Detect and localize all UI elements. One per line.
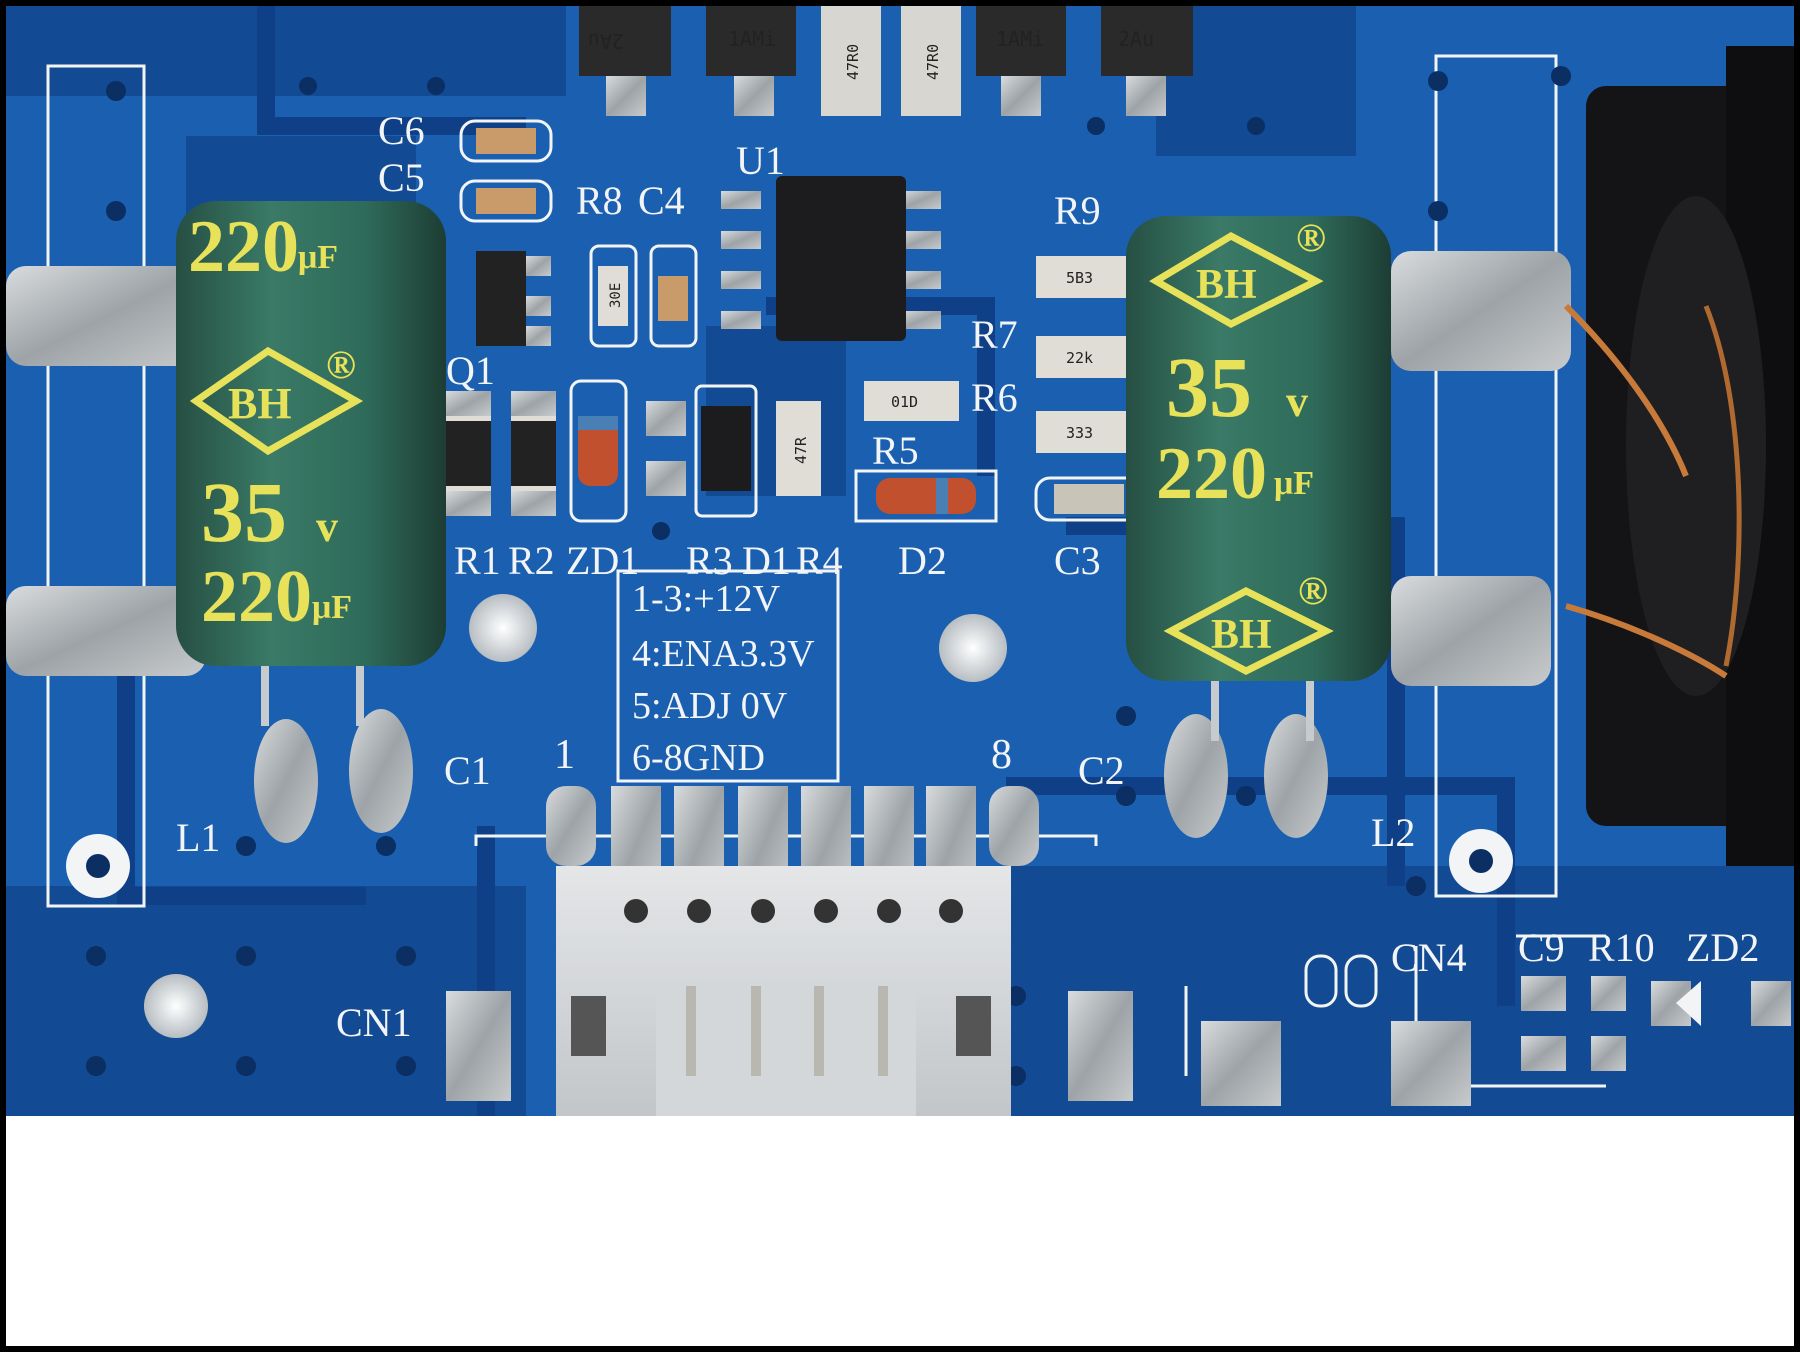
marking-r-top-3: 47R0 [844,44,862,80]
label-l1: L1 [176,815,220,860]
cap-left-unit-top: μF [298,239,338,276]
cap-left-value-top: 220 [188,206,299,288]
ic-u1 [721,176,941,341]
label-r2: R2 [508,538,555,583]
cap-left-registered: ® [326,342,356,387]
marking-q-top-6: 2Au [1118,27,1154,51]
connector-cn1 [546,786,1039,1116]
cap-right-brand-bottom: BH [1211,612,1272,658]
lower-smd-row: 100 103 47R [446,379,821,523]
label-r4: R4 [796,538,843,583]
label-r5: R5 [872,428,919,473]
label-c3: C3 [1054,538,1101,583]
right-wire-pads [1391,251,1571,686]
cap-right-unit: μF [1274,465,1314,502]
marking-q-top-2: 1AMi [728,27,776,51]
caps-c5-c6 [459,119,553,223]
label-c6: C6 [378,108,425,153]
marking-r5: 01D [891,393,918,411]
pinout-line-1: 1-3:+12V [632,578,781,620]
pinout-line-4: 6-8GND [632,737,765,779]
label-d1: D1 [742,538,791,583]
label-l2: L2 [1371,810,1415,855]
cap-left-voltage-unit: v [316,502,338,551]
designators: C6 C5 R8 C4 U1 R9 R7 R6 R5 Q1 R1 R2 ZD1 … [176,108,1759,1045]
cap-right-brand-top: BH [1196,262,1257,308]
pinout-line-2: 4:ENA3.3V [632,633,815,675]
marking-r8: 30E [608,283,624,308]
label-c9: C9 [1518,925,1565,970]
marking-q-top-1: 2Au [588,29,624,53]
left-wire-pads [6,266,1328,843]
marking-r1: 100 [463,442,482,471]
label-r7: R7 [971,312,1018,357]
label-r8: R8 [576,178,623,223]
label-cn4: CN4 [1391,935,1467,980]
capacitor-right: BH ® 35 v 220 μF BH ® [1126,215,1391,741]
inductor-block [1563,46,1794,866]
cap-left-value-bottom: 220 [201,556,312,638]
pinout-legend: 1-3:+12V 4:ENA3.3V 5:ADJ 0V 6-8GND [632,578,815,779]
label-c1: C1 [444,748,491,793]
marking-r7: 22k [1066,349,1093,367]
right-resistors: 5B3 22k 333 [1034,256,1143,522]
label-c2: C2 [1078,748,1125,793]
capacitor-left: 220 μF BH ® 35 v 220 μF [176,201,446,726]
pcb-photo: 2Au 1AMi 47R0 47R0 1AMi 2Au [6,6,1794,1116]
top-smd-row: 2Au 1AMi 47R0 47R0 1AMi 2Au [579,6,1193,116]
label-r1: R1 [454,538,501,583]
marking-r-top-4: 47R0 [924,44,942,80]
marking-r6: 333 [1066,424,1093,442]
label-u1: U1 [736,138,785,183]
r5-d2: 01D [854,381,998,523]
label-r9: R9 [1054,188,1101,233]
label-d2: D2 [898,538,947,583]
cap-left-brand: BH [228,379,292,428]
label-zd1: ZD1 [566,538,639,583]
label-r6: R6 [971,375,1018,420]
label-pin-8: 8 [991,732,1012,778]
label-zd2: ZD2 [1686,925,1759,970]
label-r10: R10 [1588,925,1655,970]
label-pin-1: 1 [554,732,575,778]
cap-right-registered-top: ® [1296,215,1326,260]
label-c5: C5 [378,155,425,200]
label-r3: R3 [686,538,733,583]
mounting-holes [66,594,1513,1038]
cap-right-voltage: 35 [1166,339,1252,435]
marking-r2: 103 [528,442,547,471]
label-q1: Q1 [446,348,495,393]
cap-left-voltage: 35 [201,464,287,560]
marking-r9: 5B3 [1066,269,1093,287]
marking-q-top-5: 1AMi [996,27,1044,51]
r8-c4: 30E [589,244,698,348]
pinout-line-3: 5:ADJ 0V [632,685,788,727]
cap-right-value: 220 [1156,433,1267,515]
cap-right-registered-bottom: ® [1298,568,1328,613]
cap-right-voltage-unit: v [1286,377,1308,426]
transistor-q1 [476,251,551,346]
marking-r4: 47R [792,436,810,464]
cap-left-unit-bottom: μF [312,589,352,626]
image-frame: 2Au 1AMi 47R0 47R0 1AMi 2Au [6,6,1794,1346]
large-solder-pads [446,954,1791,1106]
label-cn1: CN1 [336,1000,412,1045]
pcb-illustration: 2Au 1AMi 47R0 47R0 1AMi 2Au [6,6,1794,1116]
label-c4: C4 [638,178,685,223]
